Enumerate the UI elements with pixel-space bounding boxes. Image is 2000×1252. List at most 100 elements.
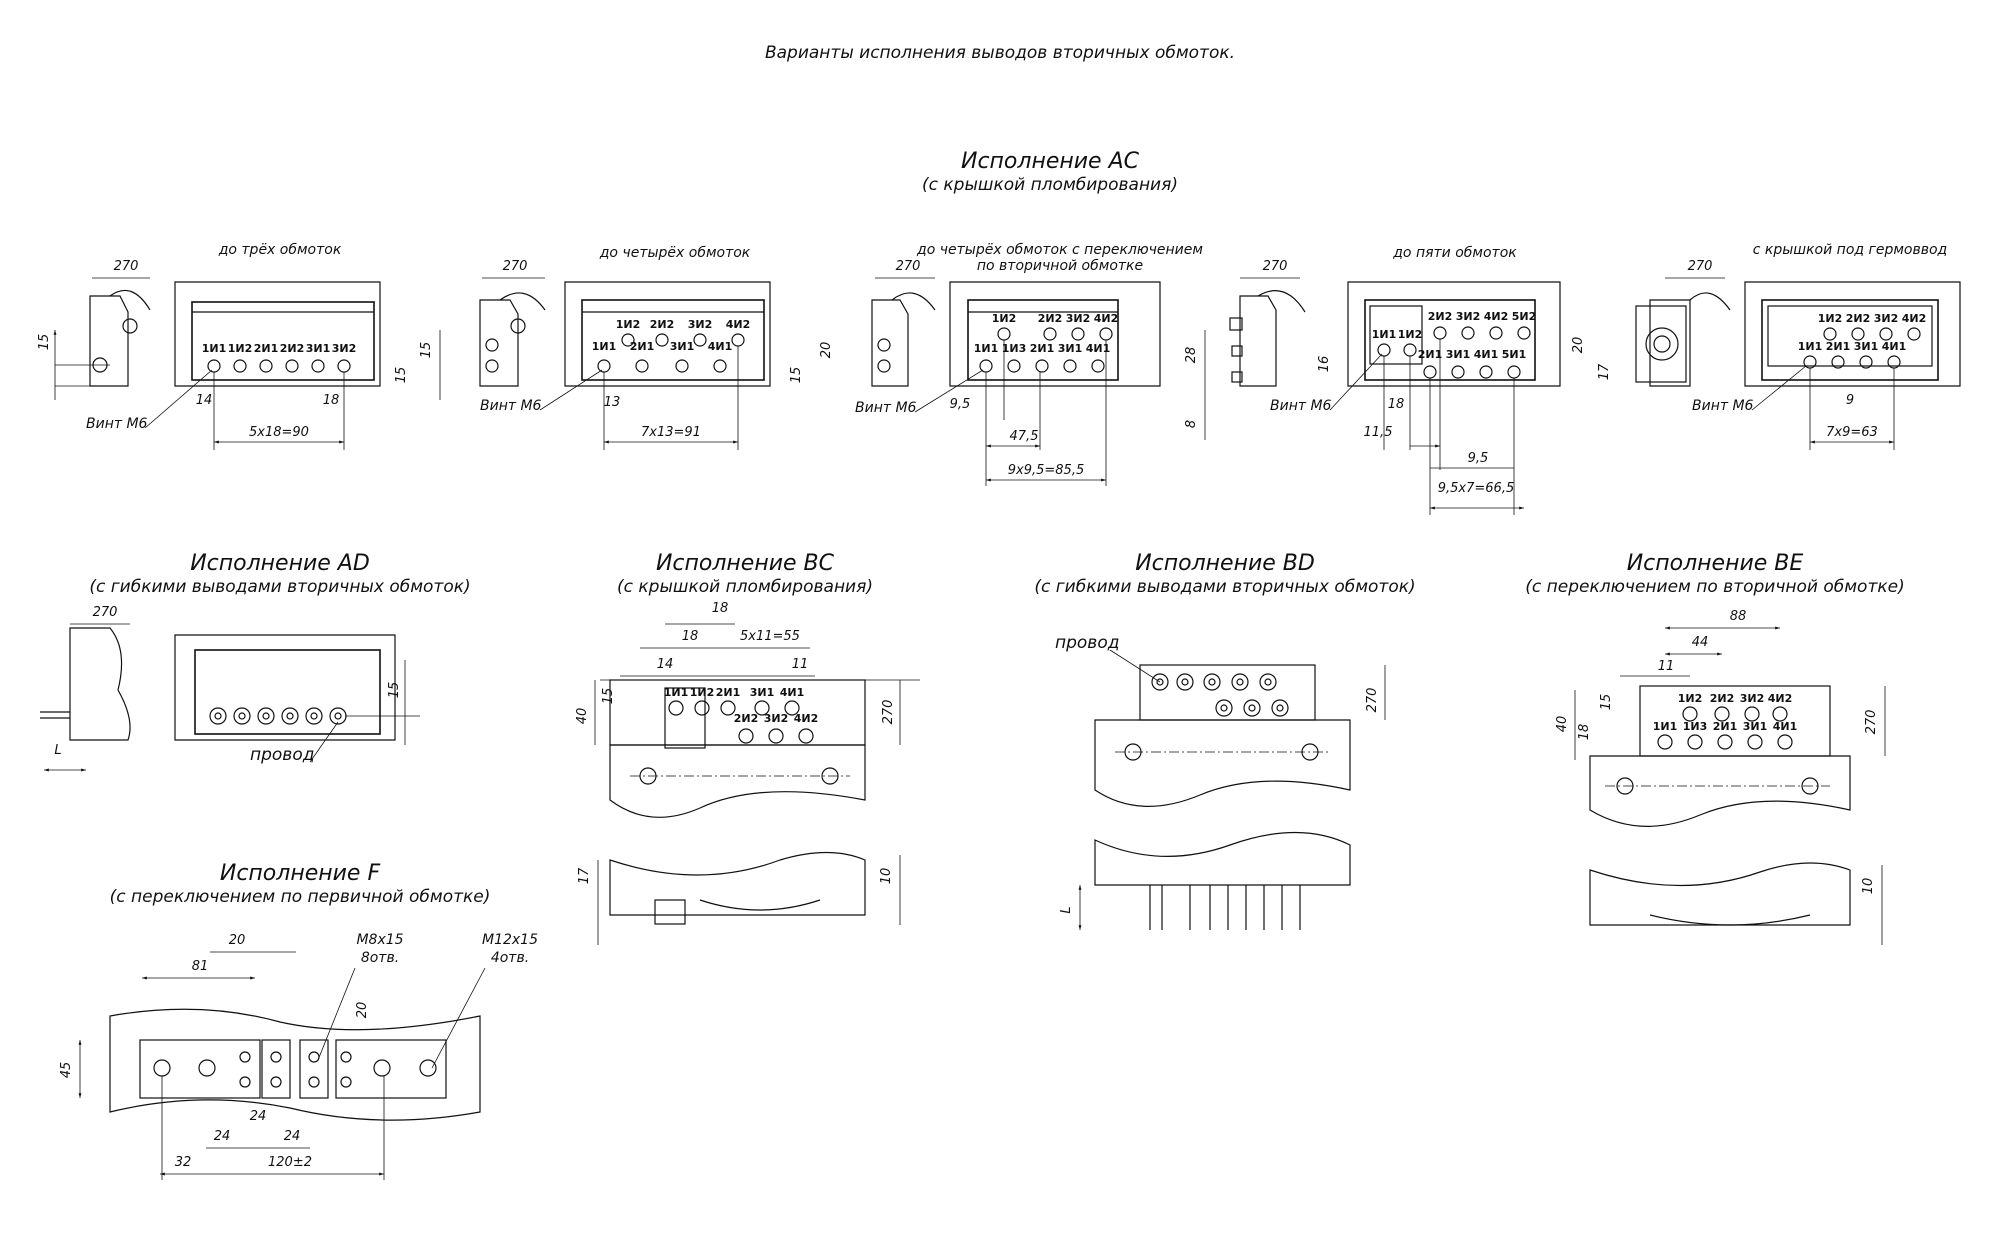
ac-v5-d17: 17 <box>1597 363 1612 380</box>
be-d18: 18 <box>1577 724 1592 741</box>
ac-v4-d16: 16 <box>1317 356 1332 373</box>
pin-label: 4И1 <box>1086 342 1111 355</box>
be-d40: 40 <box>1555 716 1570 733</box>
bc-title: Исполнение BC <box>656 551 835 576</box>
section-be: Исполнение BE (с переключением по вторич… <box>1525 551 1905 945</box>
pin-label: 3И1 <box>750 686 775 699</box>
pin-label: 1И2 <box>1398 328 1423 341</box>
be-subtitle: (с переключением по вторичной обмотке) <box>1525 577 1904 597</box>
pin-label: 4И1 <box>780 686 805 699</box>
bc-d11: 11 <box>792 657 809 672</box>
ac-v1-d90: 5x18=90 <box>249 425 309 440</box>
pin-label: 3И2 <box>1740 692 1765 705</box>
bc-d18b: 18 <box>682 629 699 644</box>
pin-label: 3И2 <box>332 342 357 355</box>
pin-label: 1И2 <box>228 342 253 355</box>
bc-subtitle: (с крышкой пломбирования) <box>617 577 873 597</box>
bc-d17: 17 <box>577 867 592 884</box>
pin-label: 2И2 <box>1846 312 1871 325</box>
pin-label: 2И1 <box>716 686 741 699</box>
pin-label: 3И1 <box>1854 340 1879 353</box>
ad-angle: 270 <box>93 605 118 620</box>
pin-label: 1И2 <box>992 312 1017 325</box>
section-ad: Исполнение AD (с гибкими выводами вторич… <box>40 551 471 772</box>
f-holes <box>153 1051 437 1088</box>
ac-v1-d18: 18 <box>323 393 340 408</box>
ac-v4-d28: 28 <box>1184 347 1199 364</box>
bc-d15: 15 <box>601 688 616 705</box>
pin-label: 1И1 <box>1798 340 1823 353</box>
bc-d40: 40 <box>575 708 590 725</box>
pin-label: 1И1 <box>1653 720 1678 733</box>
ad-terminals <box>209 707 347 725</box>
ac-v5-pins: 1И2 2И2 3И2 4И2 1И1 2И1 3И1 4И1 <box>1798 312 1926 369</box>
f-d45: 45 <box>59 1062 74 1079</box>
pin-label: 3И1 <box>306 342 331 355</box>
pin-label: 2И2 <box>280 342 305 355</box>
f-m8: М8х15 <box>356 932 403 948</box>
ac-subtitle: (с крышкой пломбирования) <box>922 175 1178 195</box>
bc-d14: 14 <box>657 657 674 672</box>
be-d15: 15 <box>1599 694 1614 711</box>
ad-L: L <box>54 743 61 758</box>
f-d81: 81 <box>192 959 209 974</box>
ac-v1-angle: 270 <box>114 259 139 274</box>
pin-label: 3И1 <box>670 340 695 353</box>
be-d10: 10 <box>1861 878 1876 895</box>
ac-v4-d18: 18 <box>1388 397 1405 412</box>
ad-subtitle: (с гибкими выводами вторичных обмоток) <box>89 577 470 597</box>
be-title: Исполнение BE <box>1627 551 1804 576</box>
pin-label: 4И2 <box>794 712 819 725</box>
pin-label: 3И2 <box>1874 312 1899 325</box>
ac-v4-caption: до пяти обмоток <box>1392 245 1517 261</box>
pin-label: 4И2 <box>726 318 751 331</box>
bd-terminals <box>1151 673 1289 717</box>
pin-label: 5И1 <box>1502 348 1527 361</box>
f-m12: М12х15 <box>482 932 538 948</box>
ac-v4-d95: 9,5 <box>1468 451 1489 466</box>
f-d120: 120±2 <box>268 1155 312 1170</box>
ac-variant-switching: до четырёх обмоток с переключением по вт… <box>789 242 1203 486</box>
ac-v3-angle: 270 <box>896 259 921 274</box>
ac-v2-d15b: 15 <box>394 367 409 384</box>
bc-d55: 5x11=55 <box>740 629 800 644</box>
pin-label: 2И1 <box>1713 720 1738 733</box>
bd-d270: 270 <box>1365 688 1380 713</box>
pin-label: 2И1 <box>1826 340 1851 353</box>
ac-v1-pins: 1И1 1И2 2И1 2И2 3И1 3И2 <box>202 342 357 373</box>
bc-d18a: 18 <box>712 601 729 616</box>
ac-v3-d95: 9,5 <box>950 397 971 412</box>
ac-v3-d855: 9x9,5=85,5 <box>1008 463 1084 478</box>
bc-pins: 1И1 1И2 2И1 3И1 4И1 2И2 3И2 4И2 <box>664 686 819 744</box>
ac-variant-gland-cover: с крышкой под гермоввод 270 20 17 1И2 2И… <box>1571 242 1961 450</box>
ac-v4-d115: 11,5 <box>1364 425 1393 440</box>
ac-v3-d15: 15 <box>789 367 804 384</box>
f-d20b: 20 <box>355 1002 370 1019</box>
f-d32: 32 <box>175 1155 192 1170</box>
section-bd: Исполнение BD (с гибкими выводами вторич… <box>1034 551 1416 930</box>
pin-label: 2И1 <box>1030 342 1055 355</box>
be-d11: 11 <box>1658 659 1675 674</box>
ac-v3-screw: Винт М6 <box>855 400 917 416</box>
pin-label: 2И2 <box>650 318 675 331</box>
pin-label: 1И1 <box>664 686 689 699</box>
ac-v4-d665: 9,5x7=66,5 <box>1438 481 1514 496</box>
pin-label: 2И1 <box>254 342 279 355</box>
ac-v2-angle: 270 <box>503 259 528 274</box>
be-d88: 88 <box>1730 609 1747 624</box>
ac-v2-pins: 1И2 2И2 3И2 4И2 1И1 2И1 3И1 4И1 <box>592 318 751 373</box>
ac-v2-screw: Винт М6 <box>480 398 542 414</box>
bc-d10: 10 <box>879 868 894 885</box>
pin-label: 3И1 <box>1058 342 1083 355</box>
pin-label: 2И2 <box>1428 310 1453 323</box>
ac-v3-caption2: по вторичной обмотке <box>977 258 1143 274</box>
be-d270: 270 <box>1864 710 1879 735</box>
ac-variant-five-windings: до пяти обмоток 270 28 8 1И1 1И2 2И2 3И2… <box>1184 245 1561 515</box>
pin-label: 2И2 <box>1710 692 1735 705</box>
ac-v2-caption: до четырёх обмоток <box>599 245 751 261</box>
pin-label: 4И1 <box>1474 348 1499 361</box>
f-d24b: 24 <box>214 1129 231 1144</box>
be-pins: 1И2 2И2 3И2 4И2 1И1 1И3 2И1 3И1 4И1 <box>1653 692 1797 750</box>
section-bc: Исполнение BC (с крышкой пломбирования) … <box>575 551 920 945</box>
